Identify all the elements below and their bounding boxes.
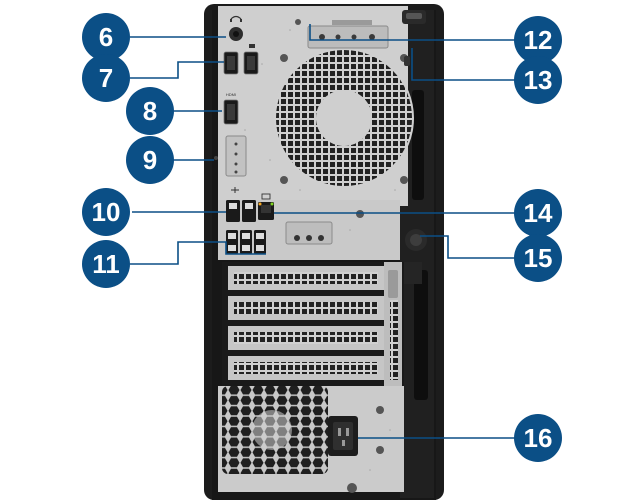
svg-text:12: 12 xyxy=(524,25,553,55)
displayport-pair xyxy=(223,44,259,75)
callout-8: 8 xyxy=(126,87,174,135)
slot-cover xyxy=(228,326,386,350)
callout-12: 12 xyxy=(514,16,562,64)
hdmi-port: HDMI xyxy=(223,92,239,125)
callout-7: 7 xyxy=(82,54,130,102)
callout-6: 6 xyxy=(82,13,130,61)
rear-audio-module xyxy=(285,221,333,245)
slot-cover xyxy=(228,296,386,320)
padlock-loop xyxy=(402,10,426,66)
svg-text:14: 14 xyxy=(524,198,553,228)
svg-text:16: 16 xyxy=(524,423,553,453)
svg-text:6: 6 xyxy=(99,22,113,52)
callout-16: 16 xyxy=(514,414,562,462)
usb-group-lower xyxy=(226,230,266,254)
svg-text:11: 11 xyxy=(92,249,120,279)
callout-9: 9 xyxy=(126,136,174,184)
callout-14: 14 xyxy=(514,189,562,237)
usb-icon xyxy=(231,187,239,193)
svg-text:7: 7 xyxy=(99,63,113,93)
callout-11: 11 xyxy=(82,240,130,288)
callout-15: 15 xyxy=(514,234,562,282)
thumbscrew xyxy=(402,229,427,284)
svg-text:15: 15 xyxy=(524,243,553,273)
leader-lines xyxy=(130,24,518,439)
top-io-module xyxy=(307,20,389,49)
svg-text:10: 10 xyxy=(92,197,121,227)
psu-vent xyxy=(222,386,328,474)
displayport-icon xyxy=(249,44,255,48)
slot-cover xyxy=(228,266,386,290)
network-icon xyxy=(261,193,271,200)
rj45-port xyxy=(258,193,274,220)
audio-jack xyxy=(229,15,243,41)
callout-13: 13 xyxy=(514,56,562,104)
power-connector xyxy=(328,416,358,456)
optional-port xyxy=(214,135,247,177)
fan-grille xyxy=(274,19,414,218)
lower-panel xyxy=(218,386,404,493)
hdmi-icon: HDMI xyxy=(226,92,236,97)
usb-pair-upper xyxy=(226,187,256,222)
audio-headset-icon xyxy=(230,15,242,22)
svg-text:8: 8 xyxy=(143,96,157,126)
slot-cover xyxy=(228,356,386,380)
callout-10: 10 xyxy=(82,188,130,236)
svg-text:13: 13 xyxy=(524,65,553,95)
expansion-slots xyxy=(222,262,404,388)
svg-text:9: 9 xyxy=(143,145,157,175)
callouts: 6 7 8 9 10 11 12 13 xyxy=(82,13,562,462)
